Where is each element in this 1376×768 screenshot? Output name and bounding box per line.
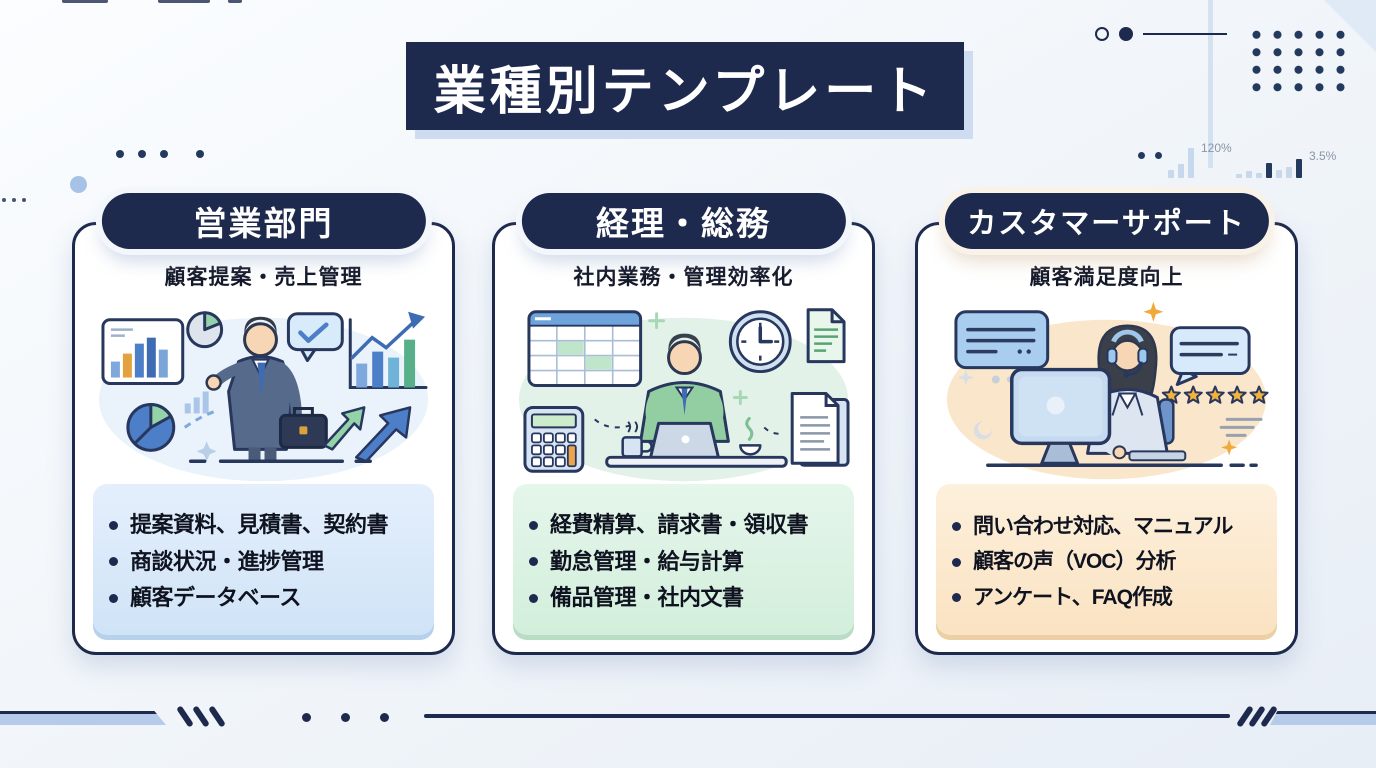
card-title: カスタマーサポート xyxy=(967,208,1246,240)
card-accounting: 経理・総務 社内業務・管理効率化 xyxy=(492,193,875,655)
bullet-item: 商談状況・進捗管理 xyxy=(109,549,418,575)
decor-circle-line xyxy=(1095,27,1227,41)
decor-stat-label: 120% xyxy=(1201,141,1232,155)
card-title: 営業部門 xyxy=(193,205,334,242)
title-block: 業種別テンプレート xyxy=(406,42,964,130)
decor-dots-pair xyxy=(1138,152,1162,159)
card-sales: 営業部門 顧客提案・売上管理 xyxy=(72,193,455,655)
bullet-dot-icon xyxy=(952,557,961,567)
card-support-subtitle: 顧客満足度向上 xyxy=(1029,266,1184,289)
bottom-divider xyxy=(0,703,1376,731)
page-title: 業種別テンプレート xyxy=(433,62,937,121)
sales-illustration-svg xyxy=(98,311,429,482)
bullet-text: 顧客データベース xyxy=(130,585,301,611)
bullet-dot-icon xyxy=(529,521,538,531)
businessman-sales-charts-illustration xyxy=(89,299,438,485)
bullet-item: 顧客データベース xyxy=(109,585,418,611)
bullet-text: アンケート、FAQ作成 xyxy=(973,585,1173,609)
bullet-text: 勤怠管理・給与計算 xyxy=(550,548,744,574)
bottom-right-bar xyxy=(1270,711,1376,725)
decor-stat-label: 3.5% xyxy=(1309,149,1337,163)
bullet-text: 商談状況・進捗管理 xyxy=(130,548,324,574)
support-illustration-svg xyxy=(946,301,1269,480)
bullet-item: 経費精算、請求書・領収書 xyxy=(529,512,838,538)
bullet-item: 備品管理・社内文書 xyxy=(529,585,838,611)
card-sales-title-pill: 営業部門 xyxy=(101,193,426,249)
bullet-dot-icon xyxy=(952,522,961,532)
decor-dot-grid xyxy=(1246,26,1352,96)
bullet-dot-icon xyxy=(109,593,118,603)
vertical-accent-stripe xyxy=(1208,0,1213,168)
card-accounting-subtitle: 社内業務・管理効率化 xyxy=(573,266,794,289)
accounting-illustration-svg xyxy=(518,308,850,482)
decor-dots-row xyxy=(116,150,218,158)
bullet-item: 顧客の声（VOC）分析 xyxy=(952,549,1261,574)
bullet-dot-icon xyxy=(952,592,961,602)
bullet-text: 顧客の声（VOC）分析 xyxy=(973,550,1177,574)
bullet-text: 経費精算、請求書・領収書 xyxy=(550,512,809,538)
decor-rule xyxy=(1143,32,1227,36)
bullet-text: 問い合わせ対応、マニュアル xyxy=(973,515,1233,539)
bullet-text: 備品管理・社内文書 xyxy=(550,585,744,611)
bottom-slashes-right xyxy=(1236,705,1278,728)
bottom-slashes-left xyxy=(176,705,226,728)
card-support-title-pill: カスタマーサポート xyxy=(944,193,1269,249)
decor-mini-bar-chart-left: 120% xyxy=(1168,142,1232,178)
bullet-item: 勤怠管理・給与計算 xyxy=(529,549,838,575)
card-support-bullet-panel: 問い合わせ対応、マニュアル 顧客の声（VOC）分析 アンケート、FAQ作成 xyxy=(936,484,1277,640)
top-edge-dash xyxy=(158,0,210,3)
support-agent-headset-illustration xyxy=(932,299,1281,485)
top-edge-dash xyxy=(62,0,108,3)
bullet-dot-icon xyxy=(109,557,118,567)
top-edge-dash xyxy=(228,0,242,3)
bullet-text: 提案資料、見積書、契約書 xyxy=(130,512,389,538)
bullet-dot-icon xyxy=(529,593,538,603)
card-title: 経理・総務 xyxy=(596,205,771,242)
circle-filled-icon xyxy=(1119,27,1133,41)
bullet-item: 問い合わせ対応、マニュアル xyxy=(952,514,1261,539)
decor-blue-circle xyxy=(70,176,87,193)
bottom-left-bar xyxy=(0,711,166,725)
bullet-item: アンケート、FAQ作成 xyxy=(952,585,1261,610)
card-sales-subtitle: 顧客提案・売上管理 xyxy=(164,266,363,289)
bottom-dots xyxy=(302,713,389,722)
accounting-desk-worker-illustration xyxy=(509,299,858,485)
bullet-item: 提案資料、見積書、契約書 xyxy=(109,512,418,538)
card-accounting-title-pill: 経理・総務 xyxy=(521,193,846,249)
card-support: カスタマーサポート 顧客満足度向上 xyxy=(915,193,1298,655)
decor-ellipsis xyxy=(2,198,26,202)
circle-outline-icon xyxy=(1095,27,1109,41)
card-sales-bullet-panel: 提案資料、見積書、契約書 商談状況・進捗管理 顧客データベース xyxy=(93,484,434,640)
card-accounting-bullet-panel: 経費精算、請求書・領収書 勤怠管理・給与計算 備品管理・社内文書 xyxy=(513,484,854,640)
bottom-rule xyxy=(424,714,1230,718)
bullet-dot-icon xyxy=(529,557,538,567)
decor-mini-bar-chart-right: 3.5% xyxy=(1236,150,1336,178)
bullet-dot-icon xyxy=(109,521,118,531)
